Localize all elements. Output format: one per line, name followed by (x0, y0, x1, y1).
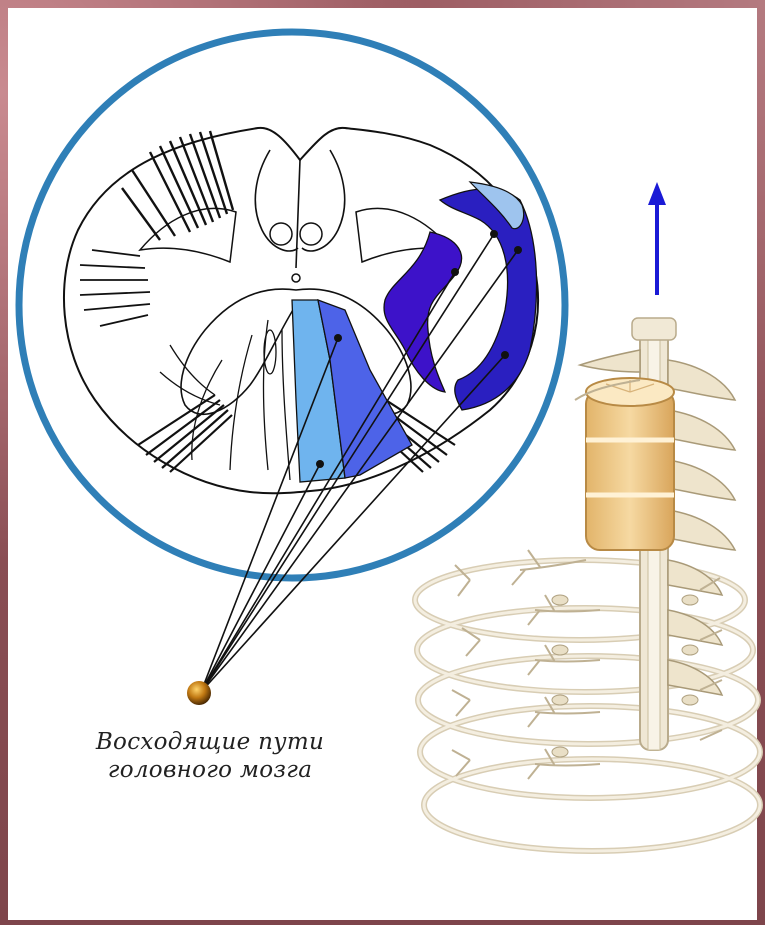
brain-point-icon (187, 681, 211, 705)
caption-line-2: головного мозга (60, 756, 360, 784)
caption-line-1: Восходящие пути (60, 728, 360, 756)
ribs-highlight (415, 560, 760, 851)
up-arrow-icon (648, 182, 666, 295)
central-canal (292, 274, 300, 282)
central-canal-right (300, 223, 322, 245)
caption: Восходящие пути головного мозга (60, 728, 360, 784)
central-canal-left (270, 223, 292, 245)
vertebral-bodies (586, 378, 674, 550)
cross-section-group (19, 32, 565, 578)
top-vertebra (632, 318, 676, 340)
